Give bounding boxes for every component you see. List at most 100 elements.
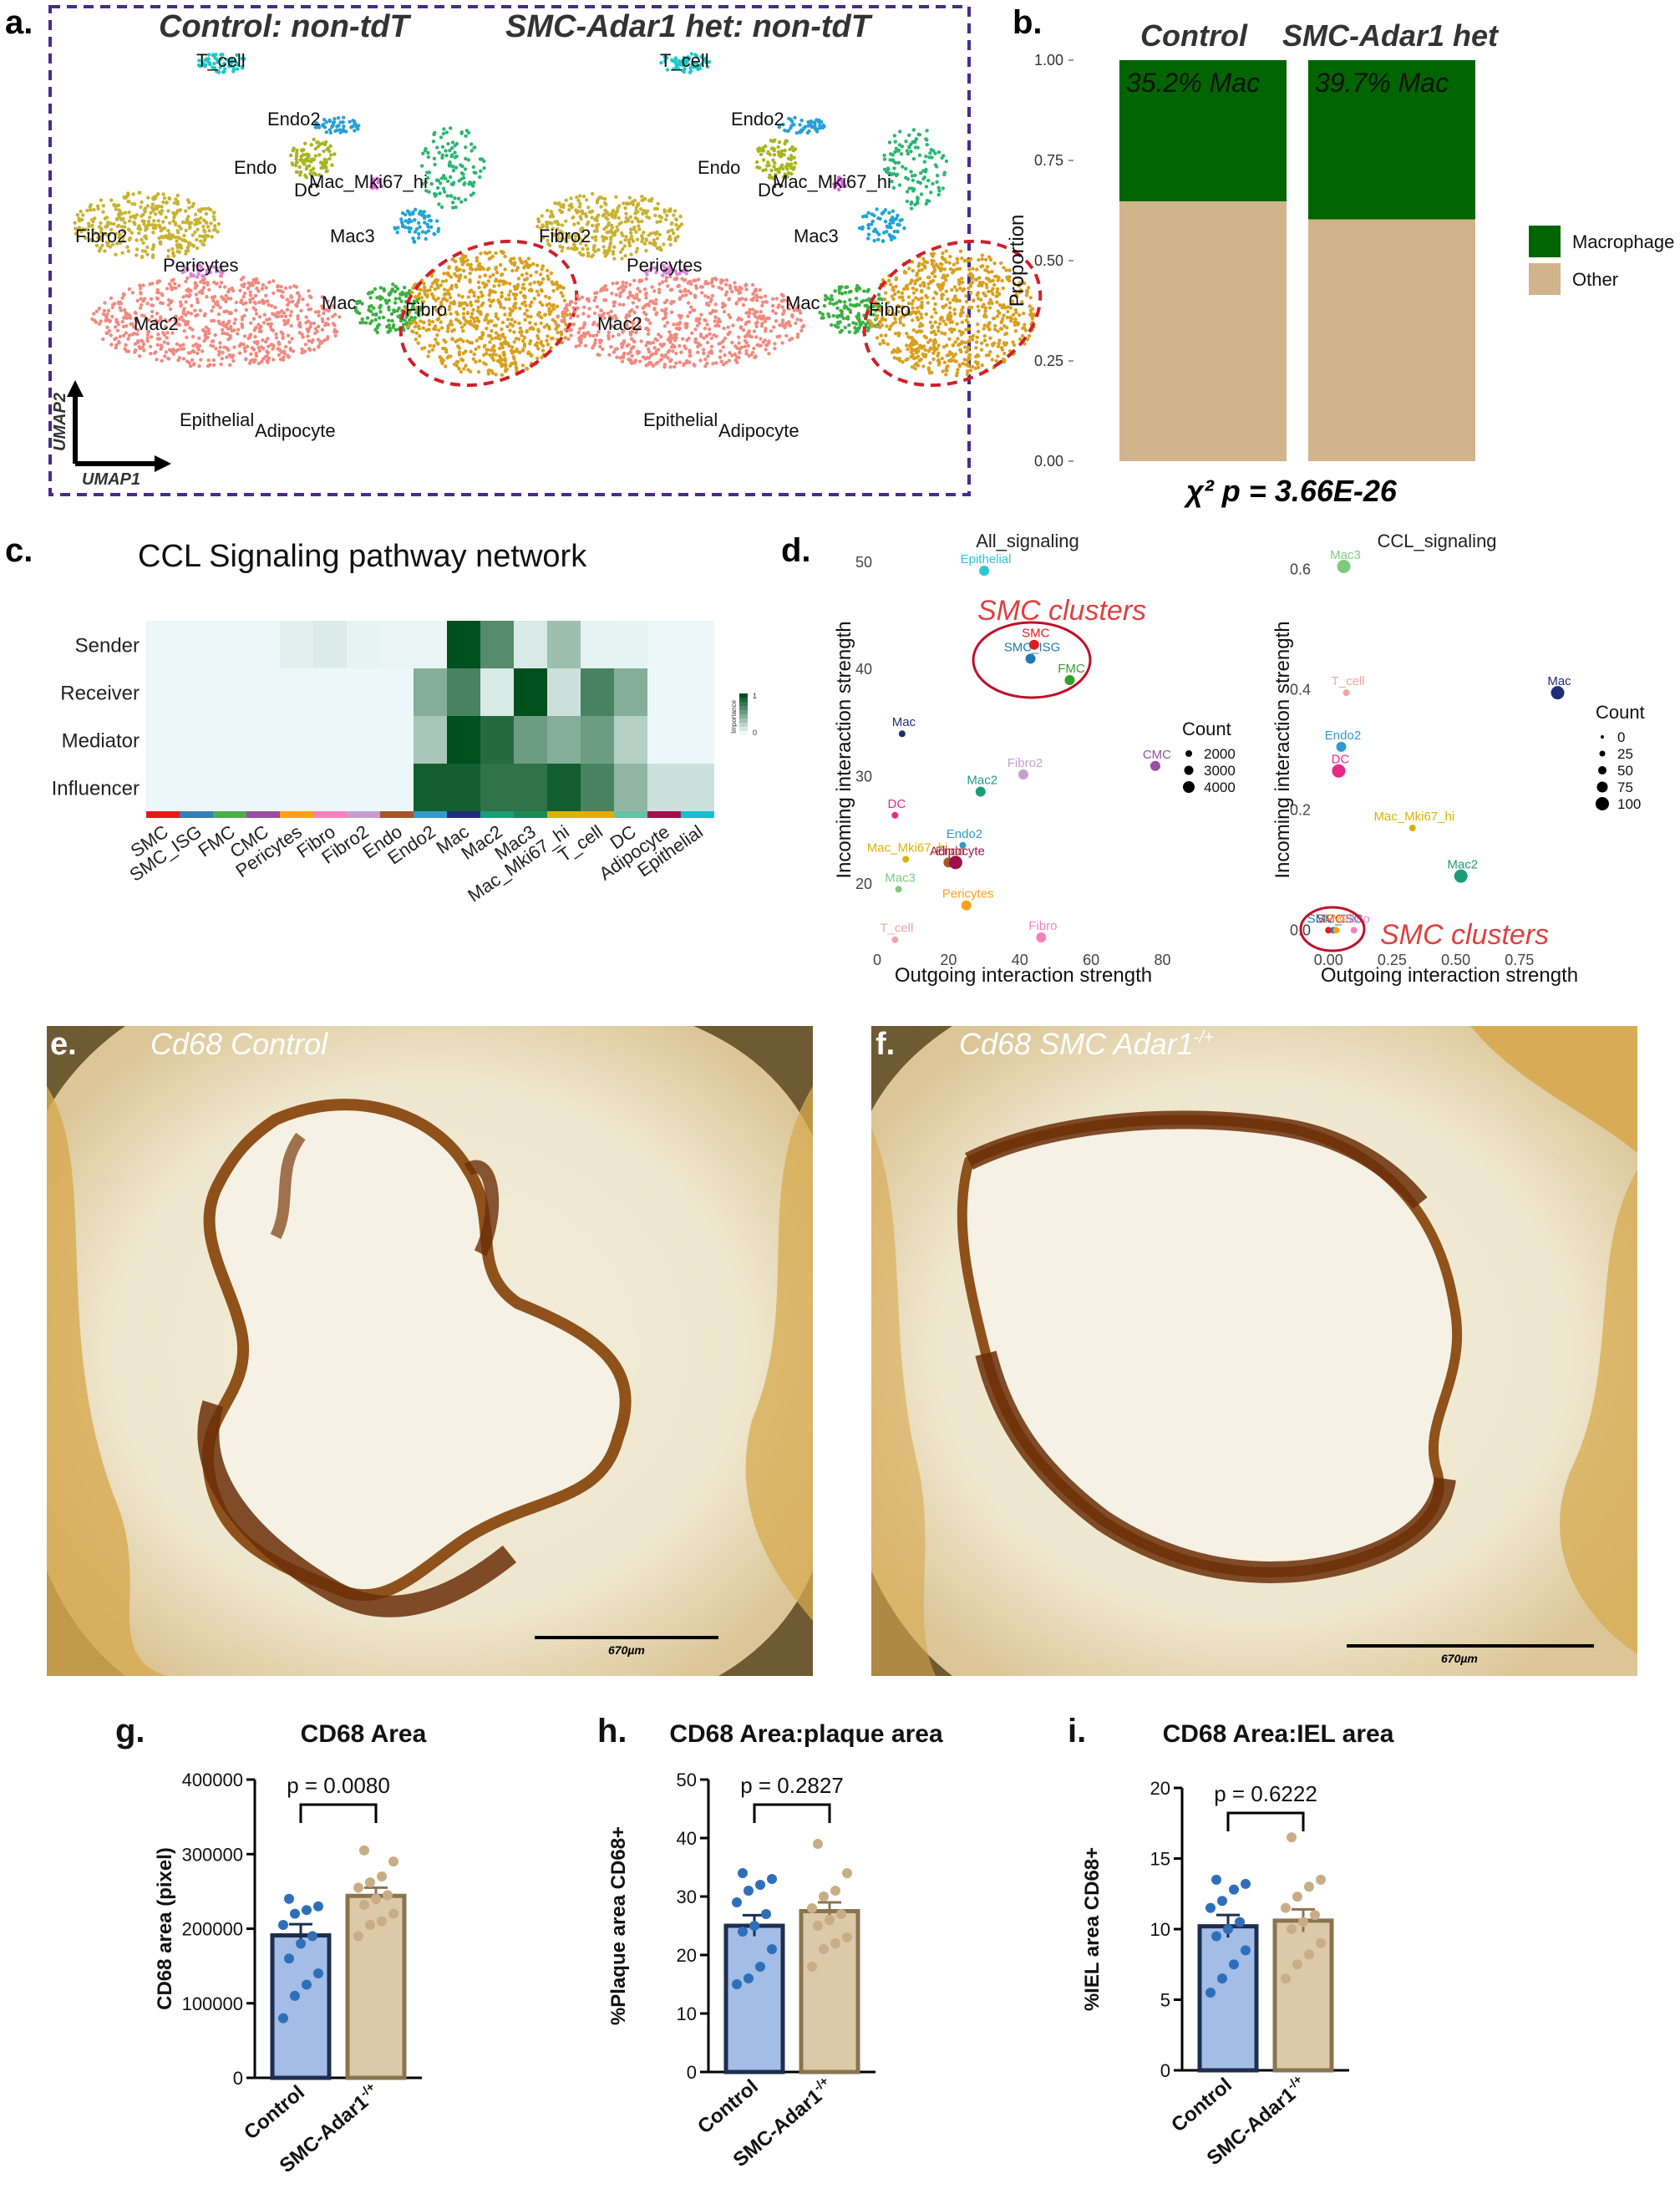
heatmap-cell — [414, 621, 447, 668]
umap-point — [141, 299, 145, 303]
umap-point — [171, 211, 175, 215]
umap-point — [387, 324, 391, 329]
umap-point — [958, 249, 963, 253]
umap-point — [843, 184, 848, 188]
umap-point — [472, 317, 476, 321]
umap-point — [120, 251, 124, 255]
umap-point — [165, 336, 169, 340]
umap-point — [444, 312, 448, 317]
umap-point — [474, 299, 479, 303]
umap-point — [424, 328, 429, 333]
umap-point — [890, 172, 894, 176]
umap-point — [977, 283, 981, 287]
umap-point — [636, 351, 640, 356]
umap-point — [161, 220, 165, 224]
umap-point — [611, 215, 615, 219]
umap-point — [644, 292, 648, 297]
umap-point — [919, 312, 923, 317]
umap-point — [929, 190, 933, 195]
umap-point — [499, 358, 503, 362]
umap-point — [170, 246, 175, 251]
umap-point — [148, 282, 152, 287]
umap-point — [105, 325, 109, 329]
heatmap-cell — [146, 716, 180, 764]
umap-point — [310, 340, 314, 344]
umap-point — [541, 264, 545, 268]
umap-point — [204, 325, 208, 329]
umap-point — [417, 313, 421, 317]
umap-point — [839, 299, 843, 304]
umap-point — [686, 314, 690, 318]
histology-image-adar1 — [871, 1026, 1637, 1676]
umap-point — [744, 352, 749, 356]
umap-point — [579, 337, 584, 342]
umap-point — [375, 176, 379, 180]
umap-point — [114, 346, 118, 350]
umap-point — [674, 277, 678, 282]
scatter-ylabel: Incoming interaction strength — [833, 621, 855, 878]
umap-point — [373, 328, 378, 332]
umap-point — [888, 225, 892, 229]
umap-point — [925, 260, 930, 265]
umap-point — [991, 278, 995, 283]
umap-point — [637, 317, 642, 322]
umap-point — [907, 133, 911, 137]
umap-point — [113, 302, 117, 306]
umap-point — [418, 225, 422, 229]
umap-point — [159, 347, 163, 351]
umap-point — [283, 344, 288, 349]
umap-point — [683, 267, 688, 272]
umap-point — [638, 207, 643, 211]
umap-point — [127, 228, 131, 232]
umap-point — [698, 64, 702, 69]
heatmap-cell — [614, 716, 647, 764]
umap-point — [645, 209, 650, 213]
umap-point — [259, 329, 263, 333]
umap-point — [122, 292, 126, 297]
b-legend-swatch-macrophage — [1529, 226, 1561, 257]
umap-point — [121, 239, 125, 243]
umap-point — [874, 302, 878, 307]
umap-point — [957, 343, 961, 348]
umap-point — [582, 305, 586, 309]
umap-right-title: SMC-Adar1 het: non-tdT — [505, 9, 873, 44]
data-point — [307, 1931, 317, 1942]
umap-point — [889, 237, 894, 241]
umap-point — [927, 155, 931, 160]
umap-point — [312, 331, 317, 335]
umap-point — [1018, 337, 1023, 342]
umap-point — [156, 333, 160, 337]
umap-point — [471, 165, 475, 170]
umap-point — [381, 315, 386, 320]
umap-point — [433, 324, 438, 328]
umap-point — [709, 297, 713, 302]
umap-point — [146, 196, 150, 200]
umap-point — [726, 325, 730, 329]
umap-point — [377, 322, 381, 327]
umap-point — [222, 69, 226, 74]
heatmap-cell — [347, 621, 380, 668]
umap-point — [875, 307, 879, 312]
umap-point — [177, 283, 181, 288]
umap-point — [767, 316, 771, 321]
umap-point — [472, 320, 477, 324]
heatmap-legend-bar — [739, 710, 748, 714]
umap-point — [191, 343, 195, 348]
umap-point — [624, 211, 628, 216]
umap-point — [468, 319, 473, 323]
umap-point — [175, 342, 180, 346]
umap-point — [674, 217, 678, 221]
umap-point — [891, 209, 896, 213]
umap-point — [628, 330, 632, 335]
umap-point — [318, 142, 322, 146]
umap-point — [123, 211, 128, 215]
umap-point — [622, 302, 626, 307]
umap-point — [172, 201, 177, 206]
umap-point — [671, 349, 675, 353]
umap-point — [463, 275, 468, 279]
umap-point — [303, 173, 307, 178]
umap-point — [598, 344, 602, 348]
umap-point — [90, 317, 94, 322]
heatmap-col-color — [581, 811, 614, 818]
heatmap-row-label-sender: Sender — [75, 635, 140, 658]
